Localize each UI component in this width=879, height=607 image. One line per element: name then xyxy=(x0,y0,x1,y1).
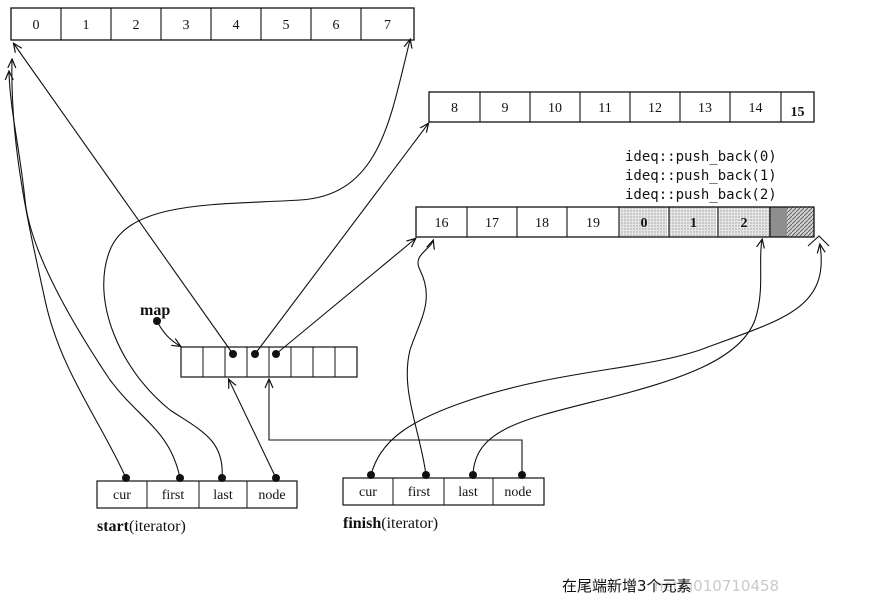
buffer-1-cell-7: 15 xyxy=(791,105,805,120)
buffer-2-cell-6: 2 xyxy=(741,216,748,231)
buffer-2-cell-2: 18 xyxy=(535,216,549,231)
buffer-2-cell-4: 0 xyxy=(641,216,648,231)
svg-text:map: map xyxy=(140,302,170,319)
watermark: net/u010710458 xyxy=(654,577,779,595)
buffer-1-cell-0: 8 xyxy=(451,101,458,116)
buffer-0-cell-2: 2 xyxy=(133,18,140,33)
finish-iterator: cur first last node finish(iterator) xyxy=(342,471,545,532)
buffer-2-cell-0: 16 xyxy=(435,216,449,231)
pointer-arrows xyxy=(9,40,821,479)
push-back-call-2: ideq::push_back(2) xyxy=(625,187,777,203)
push-back-calls: ideq::push_back(0) ideq::push_back(1) id… xyxy=(625,149,777,203)
buffer-1-cell-4: 12 xyxy=(648,101,662,116)
buffer-1-cell-6: 14 xyxy=(749,101,763,116)
buffer-1-cell-2: 10 xyxy=(548,101,562,116)
push-back-call-1: ideq::push_back(1) xyxy=(625,168,777,184)
buffer-1-cell-1: 9 xyxy=(502,101,509,116)
buffer-0-cell-0: 0 xyxy=(33,18,40,33)
start-label: start(iterator) xyxy=(97,518,186,535)
start-field-cur: cur xyxy=(113,488,131,503)
push-back-call-0: ideq::push_back(0) xyxy=(625,149,777,165)
finish-field-last: last xyxy=(458,485,478,500)
buffer-0-cell-5: 5 xyxy=(283,18,290,33)
finish-label: finish(iterator) xyxy=(343,515,438,532)
buffer-0: 0 1 2 3 4 5 6 7 xyxy=(10,7,415,41)
start-iterator: cur first last node start(iterator) xyxy=(96,474,298,535)
buffer-2-cell-5: 1 xyxy=(690,216,697,231)
buffer-2-cell-3: 19 xyxy=(586,216,600,231)
buffer-0-cell-1: 1 xyxy=(83,18,90,33)
buffer-1: 8 9 10 11 12 13 14 15 xyxy=(428,91,815,123)
map-array xyxy=(180,346,358,378)
buffer-2-cell-1: 17 xyxy=(485,216,499,231)
start-field-node: node xyxy=(258,488,285,503)
buffer-2: 16 17 18 19 0 1 2 xyxy=(415,206,830,247)
start-field-last: last xyxy=(213,488,233,503)
finish-field-first: first xyxy=(408,485,431,500)
buffer-0-cell-4: 4 xyxy=(233,18,240,33)
buffer-0-cell-7: 7 xyxy=(384,18,391,33)
buffer-1-cell-5: 13 xyxy=(698,101,712,116)
start-field-first: first xyxy=(162,488,185,503)
map-label: map xyxy=(140,302,180,346)
buffer-1-cell-3: 11 xyxy=(598,101,611,116)
buffer-0-cell-3: 3 xyxy=(183,18,190,33)
finish-field-node: node xyxy=(504,485,531,500)
finish-field-cur: cur xyxy=(359,485,377,500)
buffer-0-cell-6: 6 xyxy=(333,18,340,33)
caption: 在尾端新增3个元素 xyxy=(562,577,692,595)
